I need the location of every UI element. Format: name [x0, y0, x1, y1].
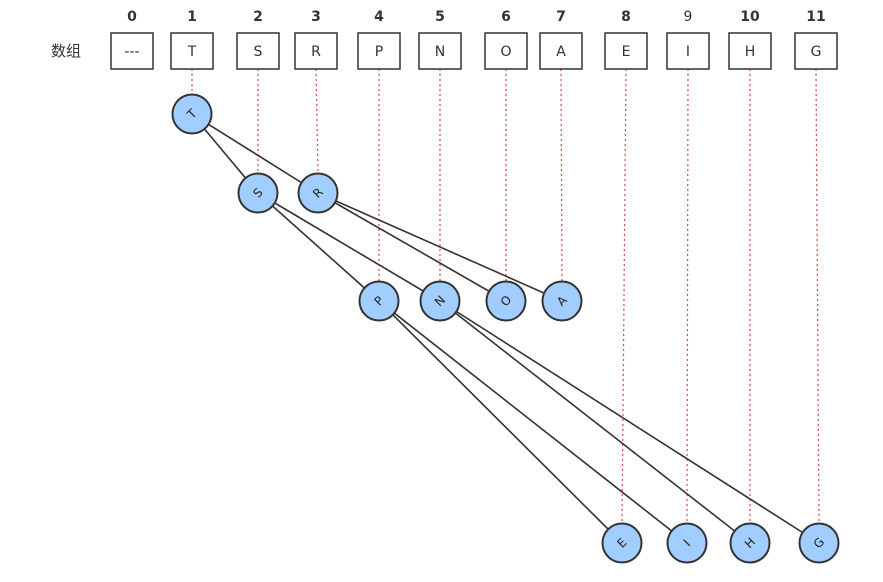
array-cell-6: O — [484, 32, 528, 70]
tree-node-A: A — [541, 280, 583, 322]
array-cell-value: S — [254, 44, 263, 60]
tree-edge-1-3 — [191, 113, 319, 194]
array-cell-9: I — [666, 32, 710, 70]
array-cell-box — [539, 32, 583, 70]
array-cell-value: --- — [124, 44, 139, 60]
array-index-0: 0 — [127, 9, 137, 25]
index-guide-lines — [191, 68, 820, 524]
tree-node-R: R — [297, 172, 339, 214]
array-index-7: 7 — [556, 9, 566, 25]
array-cell-8: E — [604, 32, 648, 70]
array-cell-value: H — [745, 44, 756, 60]
array-cell-value: R — [311, 44, 321, 60]
guide-line-3 — [315, 68, 319, 174]
array-cell-value: G — [811, 44, 822, 60]
tree-edge-4-9 — [378, 300, 688, 544]
array-index-8: 8 — [621, 9, 631, 25]
tree-node-N: N — [419, 280, 461, 322]
array-cell-box — [236, 32, 280, 70]
tree-node-circle — [419, 280, 461, 322]
tree-node-P: P — [358, 280, 400, 322]
tree-node-circle — [798, 522, 840, 564]
tree-node-circle — [666, 522, 708, 564]
array-index-5: 5 — [435, 9, 445, 25]
tree-node-T: T — [171, 93, 213, 135]
array-cell-value: T — [187, 44, 197, 60]
tree-edge-2-4 — [257, 192, 380, 302]
tree-edge-5-10 — [439, 300, 751, 544]
guide-line-8 — [621, 68, 627, 524]
array-cell-value: A — [556, 44, 566, 60]
tree-node-H: H — [729, 522, 771, 564]
tree-edge-4-8 — [378, 300, 623, 544]
array-index-labels: 0 1 2 3 4 5 6 7 8 9 10 11 — [127, 9, 826, 25]
array-cell-box — [666, 32, 710, 70]
array-index-1: 1 — [187, 9, 197, 25]
array-cell-2: S — [236, 32, 280, 70]
array-cell-box — [294, 32, 338, 70]
array-cell-7: A — [539, 32, 583, 70]
array-index-9: 9 — [684, 9, 693, 25]
tree-node-circle — [485, 280, 527, 322]
array-cell-value: P — [375, 44, 383, 60]
array-cell-box — [604, 32, 648, 70]
array-cell-box — [170, 32, 214, 70]
array-cell-box — [418, 32, 462, 70]
array-cell-3: R — [294, 32, 338, 70]
tree-node-E: E — [601, 522, 643, 564]
tree-node-circle — [237, 172, 279, 214]
array-cell-1: T — [170, 32, 214, 70]
array-label: 数组 — [51, 42, 81, 60]
array-cell-box — [357, 32, 401, 70]
array-cell-box — [484, 32, 528, 70]
tree-edge-5-11 — [439, 300, 820, 544]
array-index-2: 2 — [253, 9, 263, 25]
tree-edge-2-5 — [257, 192, 441, 302]
tree-node-circle — [358, 280, 400, 322]
array-cell-value: O — [500, 44, 511, 60]
tree-edge-3-6 — [317, 192, 507, 302]
guide-line-11 — [815, 68, 820, 524]
array-index-3: 3 — [311, 9, 321, 25]
tree-node-circle — [297, 172, 339, 214]
array-cell-11: G — [794, 32, 838, 70]
tree-node-circle — [171, 93, 213, 135]
array-index-10: 10 — [740, 9, 760, 25]
array-cell-box — [728, 32, 772, 70]
tree-edges — [191, 113, 820, 544]
tree-node-circle — [729, 522, 771, 564]
array-cell-4: P — [357, 32, 401, 70]
tree-edge-3-7 — [317, 192, 563, 302]
tree-node-I: I — [666, 522, 708, 564]
array-index-11: 11 — [806, 9, 825, 25]
tree-node-circle — [541, 280, 583, 322]
array-index-4: 4 — [374, 9, 384, 25]
guide-line-7 — [560, 68, 563, 282]
tree-node-circle — [601, 522, 643, 564]
array-cell-value: I — [686, 44, 690, 60]
array-cell-value: E — [622, 44, 631, 60]
array-index-6: 6 — [501, 9, 511, 25]
array-cells: --- T S R P N O A E I H G — [110, 32, 838, 70]
guide-line-9 — [686, 68, 689, 524]
tree-node-S: S — [237, 172, 279, 214]
array-cell-0: --- — [110, 32, 154, 70]
array-cell-10: H — [728, 32, 772, 70]
array-cell-box — [794, 32, 838, 70]
tree-node-G: G — [798, 522, 840, 564]
array-cell-box — [110, 32, 154, 70]
array-cell-5: N — [418, 32, 462, 70]
array-cell-value: N — [435, 44, 445, 60]
tree-node-O: O — [485, 280, 527, 322]
